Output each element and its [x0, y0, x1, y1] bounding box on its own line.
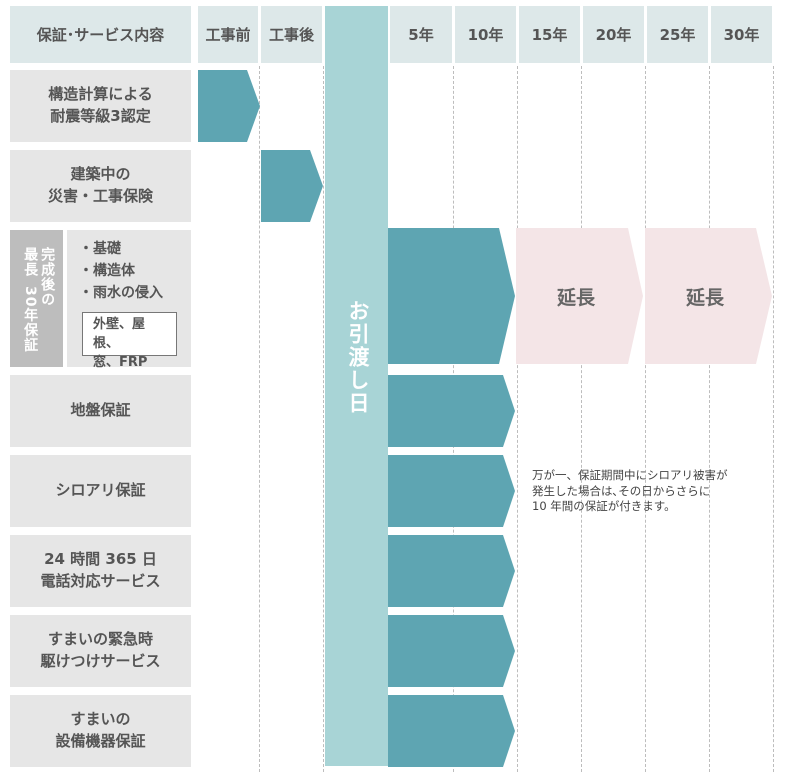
header-year-10: 10年: [455, 6, 516, 63]
handover-label: お引渡し日: [346, 300, 370, 415]
extension-label-1: 延長: [556, 286, 595, 309]
extension-label-2: 延長: [685, 286, 724, 309]
arrow-ground: [388, 375, 515, 447]
gridline: [581, 66, 582, 772]
warranty-item-structure: ・構造体: [79, 263, 135, 279]
gridline: [323, 66, 324, 772]
header-year-25: 25年: [647, 6, 708, 63]
extension-arrow-2: [645, 228, 772, 364]
arrow-equipment: [388, 695, 515, 767]
extension-arrow-1: [516, 228, 643, 364]
sub-box-line1: 外壁、屋根、: [93, 317, 146, 351]
header-after: 工事後: [261, 6, 322, 63]
side-label-col3: 30年保証: [22, 286, 39, 353]
warranty-item-rain: ・雨水の侵入: [79, 285, 163, 301]
arrow-termite: [388, 455, 515, 527]
side-label-col2: 最長: [22, 247, 39, 277]
row-label-emergency: すまいの緊急時 駆けつけサービス: [10, 615, 191, 687]
warranty-sub-box: 外壁、屋根、 窓、FRP: [82, 312, 177, 370]
handover-column: [325, 6, 388, 766]
gridline: [709, 66, 710, 772]
arrow-seismic: [198, 70, 260, 142]
header-year-5: 5年: [390, 6, 452, 63]
arrow-construction-insurance: [261, 150, 323, 222]
row-label-24h-support: 24 時間 365 日 電話対応サービス: [10, 535, 191, 607]
warranty-item-foundation: ・基礎: [79, 241, 121, 257]
warranty-side-label: [10, 230, 63, 367]
sub-box-line2: 窓、FRP: [93, 355, 148, 370]
header-year-20: 20年: [583, 6, 644, 63]
row-label-ground: 地盤保証: [10, 375, 191, 447]
row-label-construction-insurance: 建築中の 災害・工事保険: [10, 150, 191, 222]
row-label-equipment: すまいの 設備機器保証: [10, 695, 191, 767]
termite-note: 万が一、保証期間中にシロアリ被害が 発生した場合は､その日からさらに 10 年間…: [532, 468, 728, 513]
row-label-seismic: 構造計算による 耐震等級3認定: [10, 70, 191, 142]
arrow-emergency: [388, 615, 515, 687]
gridline: [517, 66, 518, 772]
header-year-30: 30年: [711, 6, 772, 63]
gridline: [645, 66, 646, 772]
arrow-warranty-10y: [388, 228, 515, 364]
header-category: 保証･サービス内容: [10, 6, 191, 63]
gridline: [259, 66, 260, 772]
header-before: 工事前: [198, 6, 258, 63]
header-year-15: 15年: [519, 6, 580, 63]
gridline: [773, 66, 774, 772]
side-label-col1: 完成後の: [39, 247, 56, 307]
row-label-termite: シロアリ保証: [10, 455, 191, 527]
arrow-24h-support: [388, 535, 515, 607]
